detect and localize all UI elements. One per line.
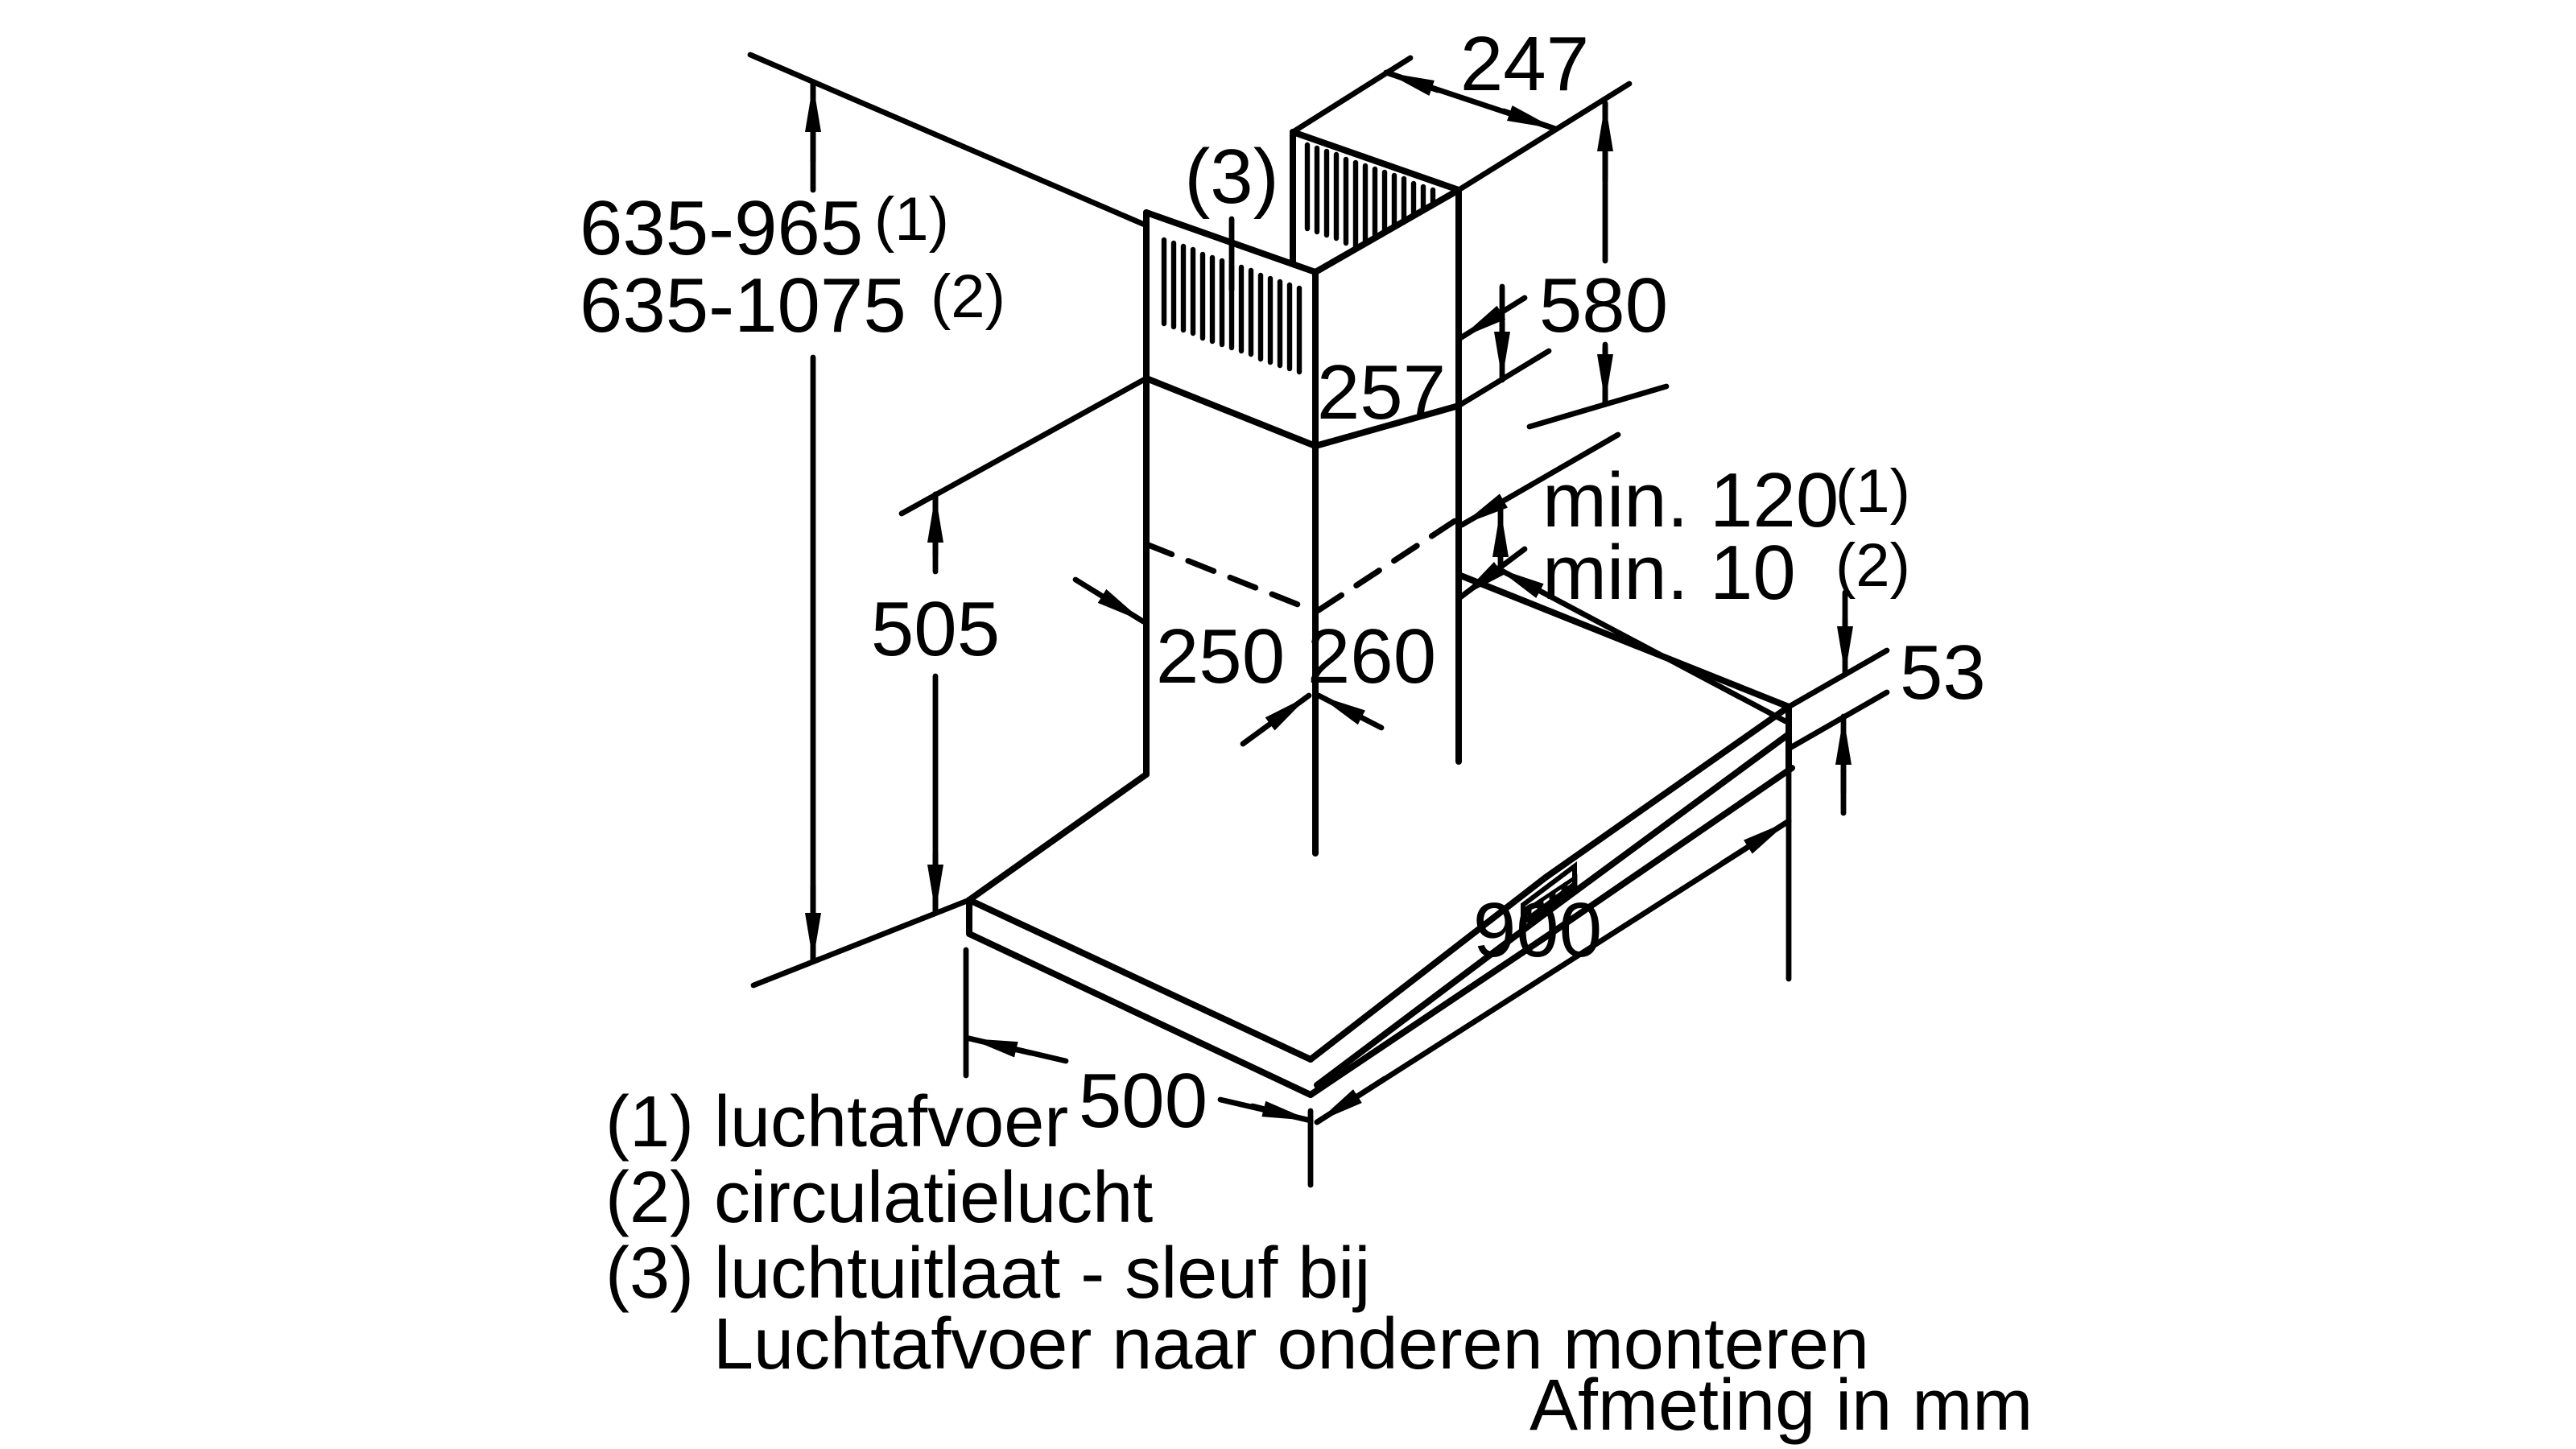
chimney-seam-right bbox=[1312, 402, 1462, 449]
legend-item-1: (1) luchtafvoer bbox=[605, 1082, 1068, 1162]
control-button-1[interactable] bbox=[1527, 898, 1542, 923]
dim-height-recirc-ref: (2) bbox=[931, 262, 1005, 331]
dim-247: 247 bbox=[1290, 21, 1633, 193]
dim-53: 53 bbox=[1785, 589, 1986, 816]
dim-257: 257 bbox=[1317, 283, 1552, 436]
dim-min-clearance: min. 120 (1) min. 10 (2) bbox=[1459, 431, 1910, 724]
control-button-2[interactable] bbox=[1539, 890, 1554, 915]
dim-min120-label: min. 120 bbox=[1542, 457, 1839, 543]
callout-slot: (3) bbox=[1184, 134, 1279, 293]
dim-580-ext-bottom bbox=[1526, 383, 1670, 430]
dim-height-exhaust-ref: (1) bbox=[874, 185, 949, 254]
dim-height-ext-top bbox=[747, 52, 1150, 229]
dim-247-ext-right bbox=[1455, 80, 1633, 193]
dim-505: 505 bbox=[871, 375, 1150, 916]
dim-min10-label: min. 10 bbox=[1542, 530, 1796, 616]
dim-505-label: 505 bbox=[871, 586, 1000, 672]
chimney-seam-front bbox=[1143, 375, 1319, 449]
units-note: Afmeting in mm bbox=[1530, 1365, 2033, 1446]
dim-260: 260 bbox=[1307, 546, 1528, 731]
dim-260-label: 260 bbox=[1307, 613, 1436, 700]
dim-53-ext-top bbox=[1785, 647, 1890, 710]
dim-900-label: 900 bbox=[1473, 887, 1602, 973]
min-level-dashed-right bbox=[1315, 515, 1462, 613]
dim-257-label: 257 bbox=[1317, 349, 1446, 436]
dim-min10-ref: (2) bbox=[1835, 531, 1910, 600]
legend: (1) luchtafvoer (2) circulatielucht (3) … bbox=[605, 1082, 2033, 1446]
legend-item-3-continued: Luchtafvoer naar onderen monteren bbox=[713, 1304, 1869, 1385]
control-button-3[interactable] bbox=[1551, 881, 1566, 907]
dim-900: 900 bbox=[1314, 765, 1792, 1125]
dim-505-ext-top bbox=[898, 375, 1150, 517]
control-panel[interactable] bbox=[1521, 861, 1578, 927]
chimney-duct bbox=[1143, 129, 1462, 857]
callout-slot-label: (3) bbox=[1184, 134, 1278, 220]
canopy-top-front-edge bbox=[1307, 704, 1792, 1063]
canopy-bottom-left-edge bbox=[966, 931, 1314, 1098]
dim-min120-ref: (1) bbox=[1835, 457, 1910, 526]
control-button-4[interactable] bbox=[1563, 873, 1578, 899]
dim-500: 500 bbox=[963, 947, 1314, 1188]
dim-247-ext-left bbox=[1290, 55, 1414, 135]
canopy-back-left-edge bbox=[966, 771, 1150, 903]
legend-item-2: (2) circulatielucht bbox=[605, 1158, 1153, 1238]
dim-53-label: 53 bbox=[1900, 630, 1986, 716]
dim-250: 250 bbox=[1072, 576, 1312, 747]
min-level-dashed-front bbox=[1143, 541, 1315, 613]
canopy-bottom-front-edge bbox=[1307, 765, 1795, 1098]
vent-slots-back bbox=[1304, 142, 1436, 250]
dim-250-label: 250 bbox=[1156, 613, 1285, 700]
canopy-top-left-edge bbox=[966, 897, 1314, 1063]
dim-247-label: 247 bbox=[1460, 21, 1589, 107]
dim-500-label: 500 bbox=[1079, 1058, 1208, 1144]
dim-height-exhaust-label: 635-965 bbox=[580, 185, 863, 271]
vent-slots-front bbox=[1161, 237, 1302, 375]
dim-900-line bbox=[1314, 818, 1792, 1125]
legend-item-3: (3) luchtuitlaat - sleuf bij bbox=[605, 1233, 1370, 1314]
dim-580-label: 580 bbox=[1539, 262, 1668, 349]
dim-height-recirc-label: 635-1075 bbox=[580, 262, 906, 349]
dim-total-height: 635-965 (1) 635-1075 (2) bbox=[580, 52, 1150, 989]
chimney-back-top-rim bbox=[1290, 129, 1462, 193]
canopy-front-groove bbox=[1314, 731, 1792, 1088]
dim-580: 580 bbox=[1526, 100, 1670, 430]
